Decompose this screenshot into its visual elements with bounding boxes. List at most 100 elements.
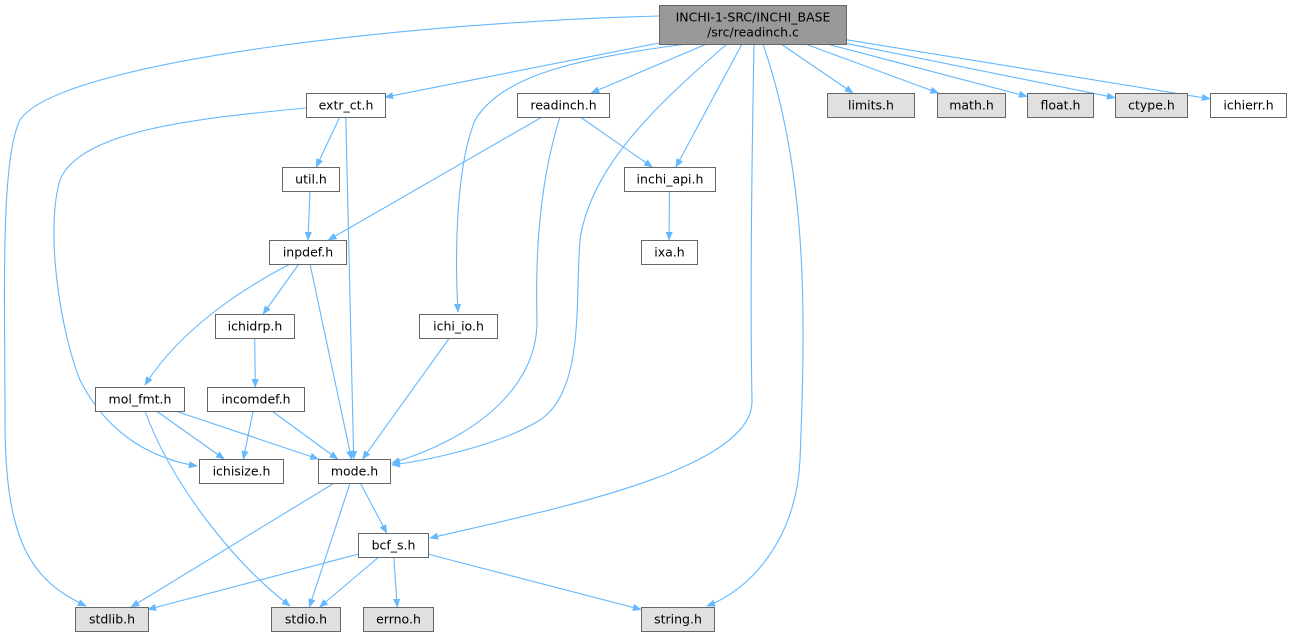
node-box-ichi_io [419,314,498,339]
nodes-layer: INCHI-1-SRC/INCHI_BASE/src/readinch.cext… [75,5,1287,632]
node-bcf_s[interactable]: bcf_s.h [358,533,429,558]
node-stdio: stdio.h [271,607,341,632]
edge-incomdef-to-ichisize [241,410,254,460]
node-box-bcf_s [358,533,429,558]
edge-inpdef-to-mol_fmt [144,263,291,386]
node-box-util [282,167,340,192]
edge-root-to-ichierr [845,39,1211,102]
node-box-math [937,93,1006,118]
node-label-ichidrp: ichidrp.h [228,319,283,334]
node-mol_fmt[interactable]: mol_fmt.h [95,387,185,412]
edge-util-to-inpdef [304,190,312,241]
edge-ichi_io-to-mode [362,337,450,460]
node-box-ichidrp [215,314,295,339]
node-label-util: util.h [295,172,327,187]
node-box-ichisize [199,459,284,484]
node-box-float [1027,93,1094,118]
edge-mol_fmt-to-ichisize [156,410,225,460]
node-label-mode: mode.h [331,464,378,479]
node-float: float.h [1027,93,1094,118]
node-util[interactable]: util.h [282,167,340,192]
node-inpdef[interactable]: inpdef.h [269,240,347,265]
node-label-stdio: stdio.h [285,612,327,627]
node-label-float: float.h [1041,98,1081,113]
node-inchi_api[interactable]: inchi_api.h [624,167,716,192]
node-label-readinch: readinch.h [530,98,596,113]
node-label-stdlib: stdlib.h [89,612,135,627]
edges-layer [3,15,1211,611]
node-label-inchi_api: inchi_api.h [637,172,704,187]
node-box-extr_ct [306,93,386,118]
edge-mode-to-bcf_s [359,482,388,534]
node-box-stdlib [75,607,149,632]
edge-bcf_s-to-stdlib [147,553,359,611]
edge-bcf_s-to-errno [393,556,401,608]
node-label-limits: limits.h [848,98,894,113]
edge-root-to-readinch [590,43,707,94]
edge-incomdef-to-mode [271,410,339,460]
node-label-errno: errno.h [376,612,421,627]
edge-bcf_s-to-string [427,553,642,611]
node-ichierr[interactable]: ichierr.h [1210,93,1287,118]
edge-root-to-bcf_s [429,43,755,540]
node-mode[interactable]: mode.h [318,459,391,484]
node-ixa[interactable]: ixa.h [641,240,698,265]
node-box-mol_fmt [95,387,185,412]
edge-extr_ct-to-ichisize [53,107,307,469]
node-box-mode [318,459,391,484]
node-errno: errno.h [363,607,434,632]
node-box-ctype [1115,93,1188,118]
edge-root-to-mode [391,43,728,468]
edge-extr_ct-to-mode [345,116,358,460]
node-label-ichierr: ichierr.h [1223,98,1273,113]
node-ichidrp[interactable]: ichidrp.h [215,314,295,339]
node-label-root-2: /src/readinch.c [707,25,799,40]
node-ctype: ctype.h [1115,93,1188,118]
edge-inpdef-to-mode [309,263,354,460]
node-readinch[interactable]: readinch.h [517,93,610,118]
node-label-ixa: ixa.h [654,245,684,260]
edge-ichidrp-to-incomdef [251,337,259,388]
node-label-string: string.h [654,612,702,627]
node-string: string.h [641,607,715,632]
edge-root-to-extr_ct [384,42,660,100]
edge-root-to-string [706,43,804,607]
node-box-root [659,5,847,45]
node-ichisize[interactable]: ichisize.h [199,459,284,484]
edge-mol_fmt-to-stdio [144,410,291,607]
edge-mode-to-stdlib [130,482,335,608]
node-stdlib: stdlib.h [75,607,149,632]
node-box-limits [827,93,915,118]
edge-readinch-to-mode [391,116,561,465]
edge-root-to-ichi_io [453,43,688,313]
node-root: INCHI-1-SRC/INCHI_BASE/src/readinch.c [659,5,847,45]
node-box-readinch [517,93,610,118]
node-box-incomdef [207,387,305,412]
node-incomdef[interactable]: incomdef.h [207,387,305,412]
edge-root-to-limits [780,43,854,94]
node-label-extr_ct: extr_ct.h [319,98,374,113]
node-box-ichierr [1210,93,1287,118]
node-ichi_io[interactable]: ichi_io.h [419,314,498,339]
edge-root-to-stdlib [3,15,660,607]
edge-mol_fmt-to-mode [175,410,320,460]
node-extr_ct[interactable]: extr_ct.h [306,93,386,118]
node-box-stdio [271,607,341,632]
node-label-inpdef: inpdef.h [283,245,333,260]
node-label-mol_fmt: mol_fmt.h [109,392,172,407]
edge-root-to-inchi_api [675,43,743,168]
edge-readinch-to-inchi_api [579,116,653,168]
node-box-ixa [641,240,698,265]
node-box-string [641,607,715,632]
node-math: math.h [937,93,1006,118]
node-limits: limits.h [827,93,915,118]
edge-extr_ct-to-util [315,116,341,168]
node-label-root-1: INCHI-1-SRC/INCHI_BASE [676,10,831,25]
edge-inpdef-to-ichidrp [262,263,300,315]
node-box-inchi_api [624,167,716,192]
node-label-ichi_io: ichi_io.h [433,319,484,334]
node-box-inpdef [269,240,347,265]
edge-mode-to-stdio [308,482,351,608]
edge-root-to-ctype [845,42,1116,100]
